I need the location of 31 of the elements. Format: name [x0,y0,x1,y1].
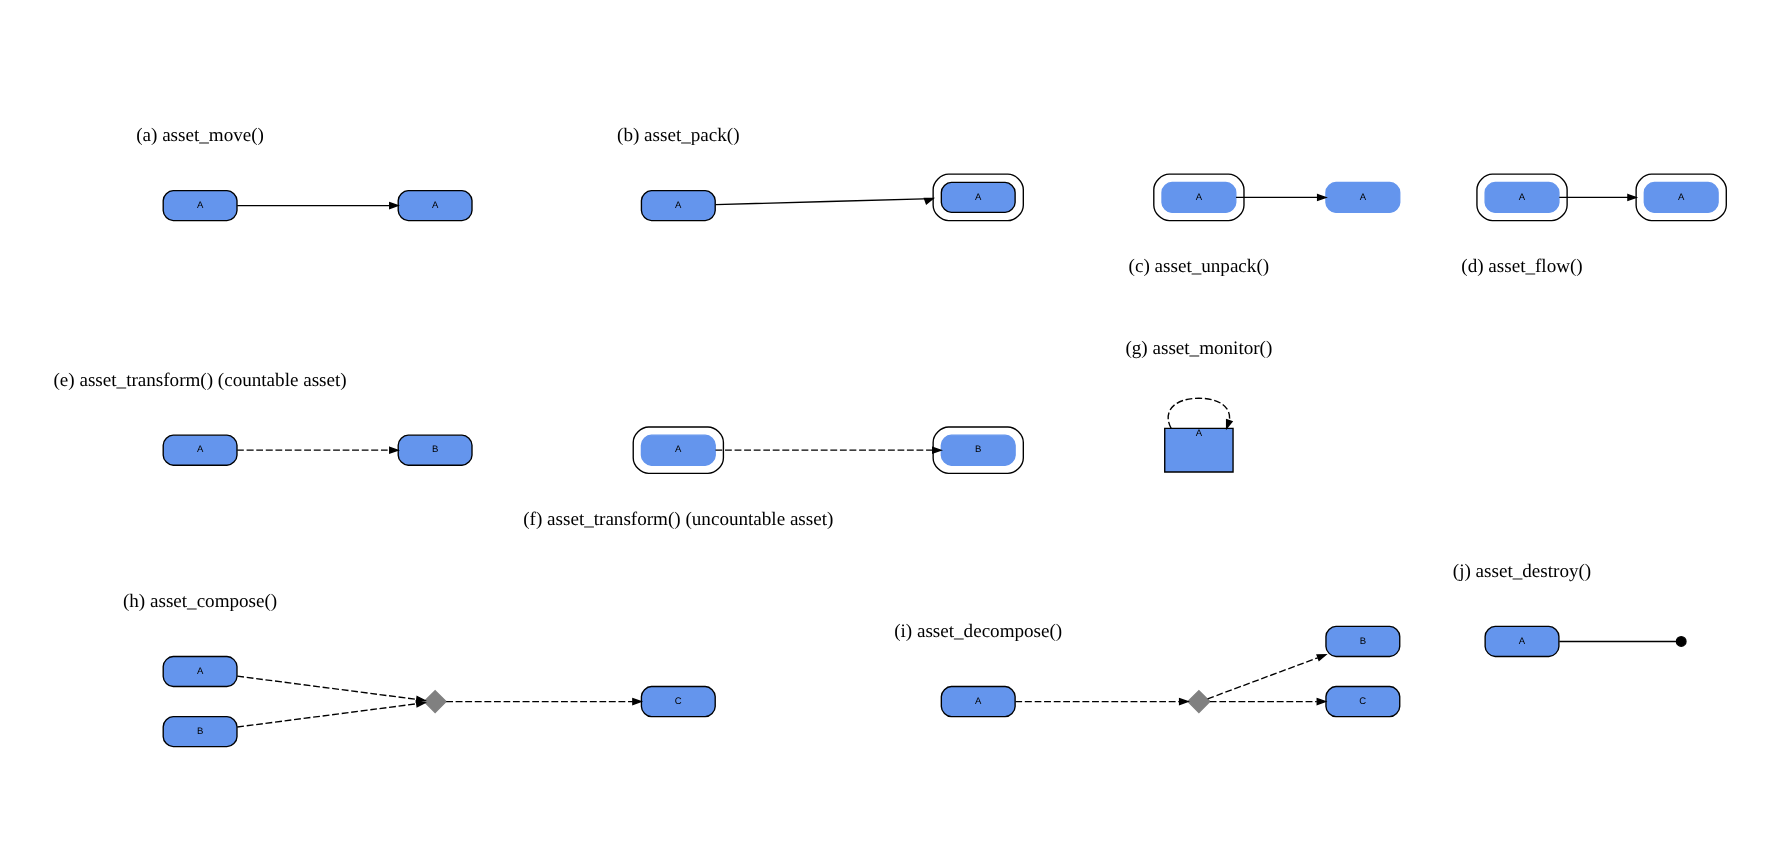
node-diamond [423,689,447,714]
arrow [1167,397,1234,431]
arrow [445,697,644,706]
cluster [932,173,1024,222]
label: (j) asset_destroy() [1452,560,1592,583]
arrow [1209,697,1328,706]
label: (f) asset_transform() (uncountable asset) [523,508,834,531]
label: (d) asset_flow() [1461,256,1583,279]
arrow [714,197,936,206]
label: (e) asset_transform() (countable asset) [53,369,347,392]
label: (h) asset_compose() [122,590,278,613]
arrow [236,201,400,210]
label: (i) asset_decompose() [894,620,1063,643]
node-circle [1675,636,1687,647]
arrow [714,446,943,454]
connector [1558,640,1677,643]
arrow [236,446,400,454]
arrow [1206,654,1328,700]
cluster [1153,173,1245,222]
label: (a) asset_move() [136,124,264,147]
label: (c) asset_unpack() [1128,256,1270,279]
arrow [1558,193,1639,202]
cluster [632,426,725,475]
cluster [1635,173,1727,222]
arrow [1014,697,1190,706]
label: (g) asset_monitor() [1125,338,1273,361]
label: (b) asset_pack() [617,124,740,147]
cluster [1476,173,1568,222]
node-diamond [1187,689,1211,714]
arrow [1235,193,1328,202]
arrow [236,700,427,728]
